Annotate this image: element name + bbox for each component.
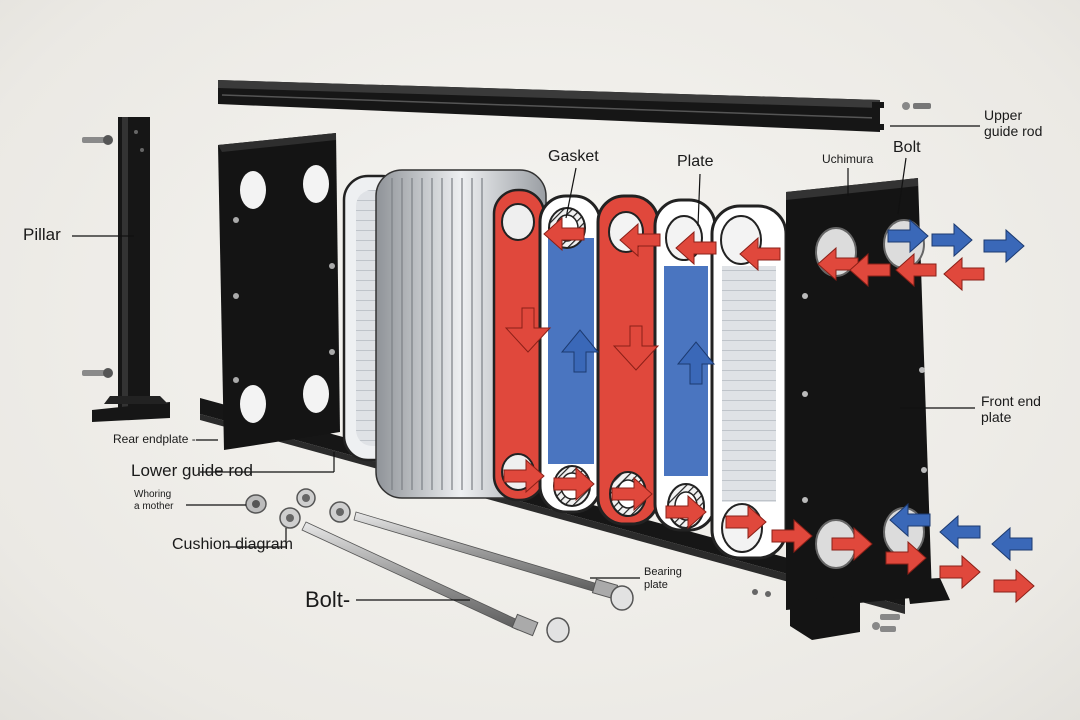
label-plate: Plate (677, 153, 714, 170)
label-front-line2: plate (981, 409, 1012, 426)
nut-whoring-a-mother (245, 494, 267, 514)
leader-lines (72, 125, 980, 601)
label-upper-line1: Upper (984, 107, 1023, 123)
label-whoring-a-mother: Whoring a mother (134, 489, 173, 512)
hot-flow-arrows (503, 216, 1035, 604)
cold-flow-arrows (560, 218, 1033, 562)
label-gasket: Gasket (548, 148, 599, 165)
label-bolt-top: Bolt (893, 139, 921, 156)
pillar-bolts (82, 135, 113, 378)
gasket-plate (710, 204, 788, 560)
pillar (92, 117, 170, 422)
label-whoring-line1: Whoring (134, 489, 172, 500)
upper-guide-rod (218, 80, 884, 132)
label-bearing-plate: Bearing plate (644, 566, 682, 591)
label-bearing-line2: plate (644, 578, 668, 591)
long-bolt-lower (301, 521, 570, 643)
label-upper-guide-rod: Upper guide rod (984, 107, 1042, 139)
small-bolts-top (902, 102, 931, 110)
label-cushion-diagram: Cushion diagram (172, 536, 293, 553)
front-end-plate (786, 178, 950, 640)
hot-plate-1 (492, 188, 546, 502)
label-front-line1: Front end (981, 393, 1041, 409)
label-rear-endplate: Rear endplate - (113, 432, 196, 446)
label-uchimura: Uchimura (822, 152, 874, 166)
label-front-end-plate: Front end plate (981, 393, 1041, 425)
label-bearing-line1: Bearing (644, 566, 682, 578)
cushion-washers (279, 488, 351, 529)
rear-endplate (218, 133, 340, 450)
cold-plate-1 (538, 194, 602, 514)
label-whoring-line2: a mother (134, 500, 174, 512)
label-bolt-bottom: Bolt- (305, 587, 351, 612)
label-pillar: Pillar (23, 225, 61, 244)
long-bolt-upper (353, 511, 634, 611)
label-lower-guide-rod: Lower guide rod (131, 461, 253, 480)
small-bolts-bottom (752, 589, 900, 632)
label-upper-line2: guide rod (984, 123, 1043, 140)
